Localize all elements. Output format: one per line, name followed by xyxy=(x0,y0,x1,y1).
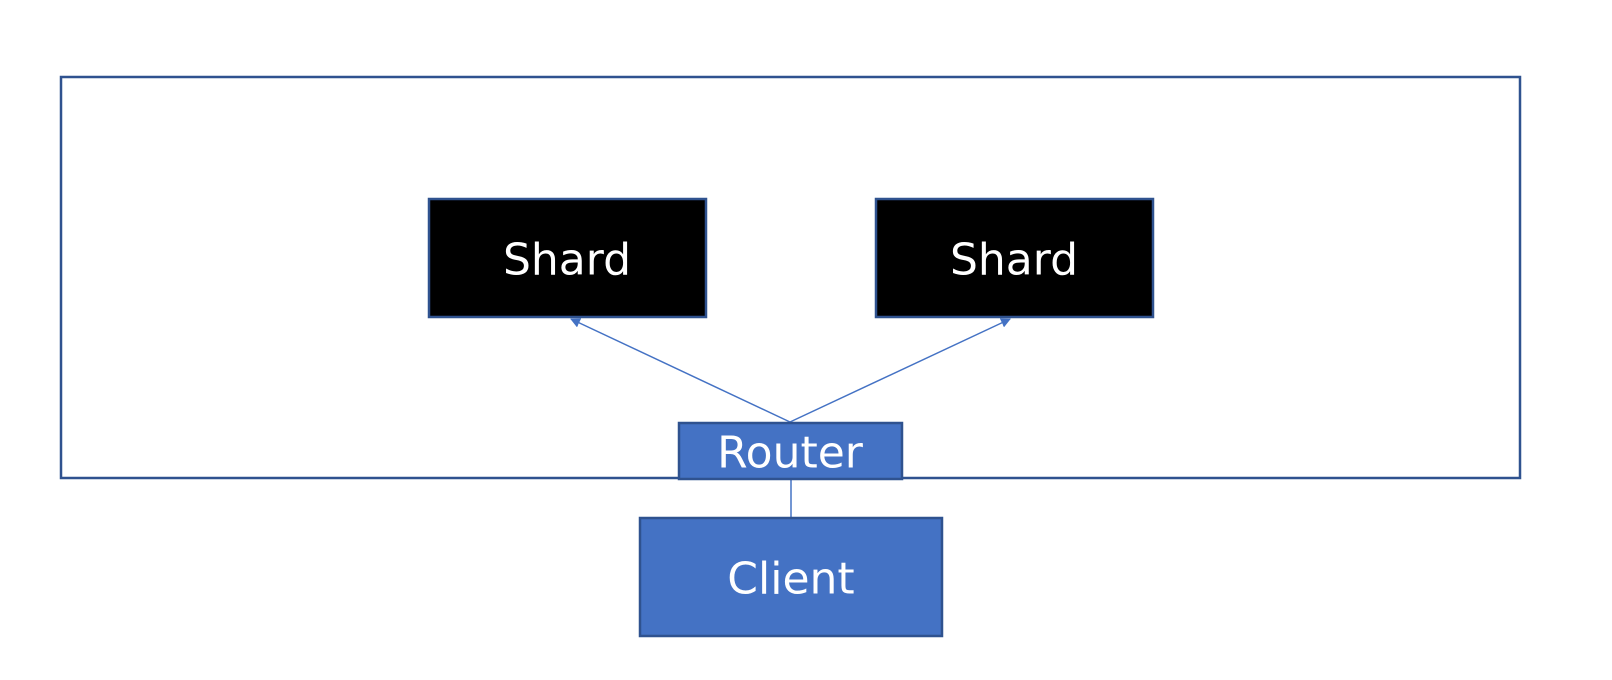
router-to-shard-left-arrow xyxy=(570,318,791,423)
shard-left-label: Shard xyxy=(503,235,631,286)
shard-left-node: Shard xyxy=(427,197,708,319)
router-node: Router xyxy=(677,421,904,481)
shard-right-label: Shard xyxy=(950,235,1078,286)
client-node: Client xyxy=(638,516,944,638)
router-label: Router xyxy=(717,428,864,479)
client-label: Client xyxy=(727,554,854,605)
router-to-shard-right-arrow xyxy=(789,318,1011,423)
cluster-container xyxy=(59,75,1522,480)
shard-right-node: Shard xyxy=(874,197,1155,319)
